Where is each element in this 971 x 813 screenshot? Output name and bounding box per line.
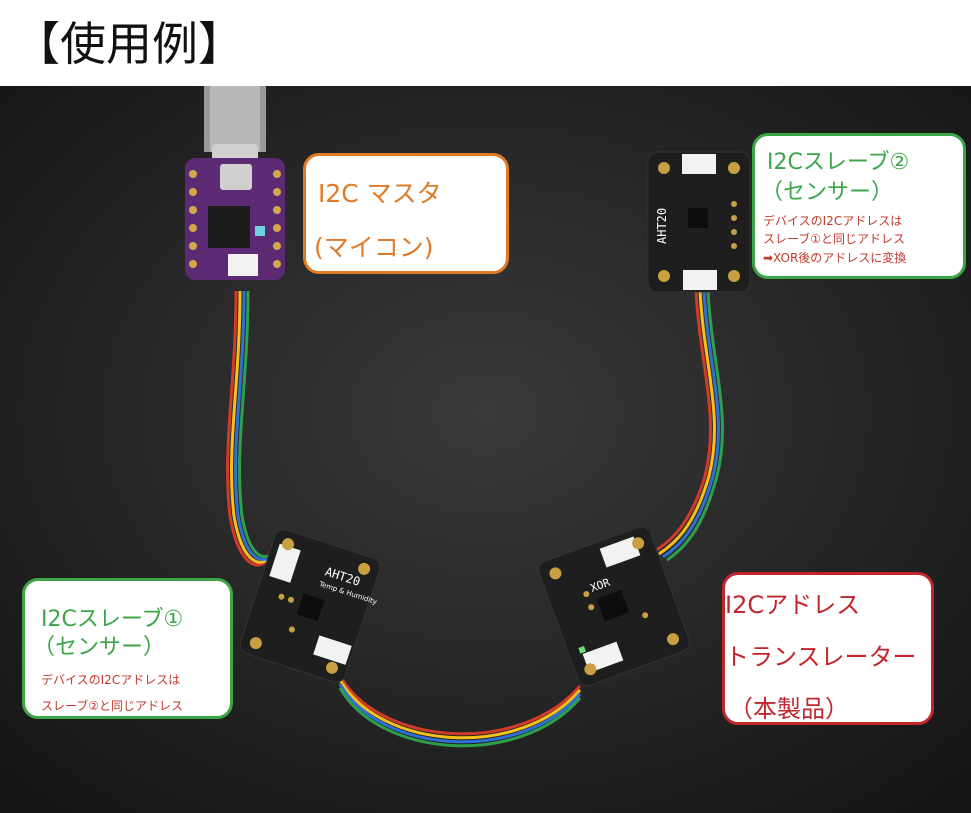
usb-c-connector (204, 86, 266, 168)
master-subtitle: (マイコン) (314, 233, 434, 262)
qwiic-cable-left (226, 290, 280, 567)
slave1-note-2: スレーブ②と同じアドレス (41, 699, 184, 713)
sensor-board-slave1: AHT20 Temp & Humidity (239, 529, 381, 683)
translator-subtitle: トランスレーター (725, 643, 917, 671)
translator-label-box: I2Cアドレス トランスレーター （本製品） (722, 572, 934, 725)
slave1-label-box: I2Cスレーブ① （センサー） デバイスのI2Cアドレスは スレーブ②と同じアド… (22, 578, 233, 719)
slave1-title: I2Cスレーブ① (41, 607, 184, 632)
master-label-box: I2C マスタ (マイコン) (303, 153, 509, 274)
slave2-note-3: ➡XOR後のアドレスに変換 (763, 251, 907, 265)
master-title: I2C マスタ (318, 179, 442, 208)
translator-product: （本製品） (729, 695, 849, 723)
slave2-subtitle: （センサー） (761, 180, 894, 205)
slave2-note-1: デバイスのI2Cアドレスは (763, 214, 903, 228)
slave2-note-2: スレーブ①と同じアドレス (763, 232, 906, 246)
sensor-board-slave2: AHT20 (647, 151, 751, 293)
slave2-label-box: I2Cスレーブ② （センサー） デバイスのI2Cアドレスは スレーブ①と同じアド… (752, 133, 966, 279)
page-title: 【使用例】 (14, 17, 244, 71)
sensor-label-slave2: AHT20 (655, 208, 669, 244)
qwiic-cable-right (654, 290, 724, 562)
translator-board: XOR (538, 526, 690, 687)
slave1-note-1: デバイスのI2Cアドレスは (41, 673, 181, 687)
slave2-title: I2Cスレーブ② (767, 150, 910, 175)
slave1-subtitle: （センサー） (33, 635, 166, 660)
microcontroller-board (185, 158, 285, 280)
qwiic-cable-bottom (338, 675, 582, 748)
translator-title: I2Cアドレス (725, 591, 861, 619)
